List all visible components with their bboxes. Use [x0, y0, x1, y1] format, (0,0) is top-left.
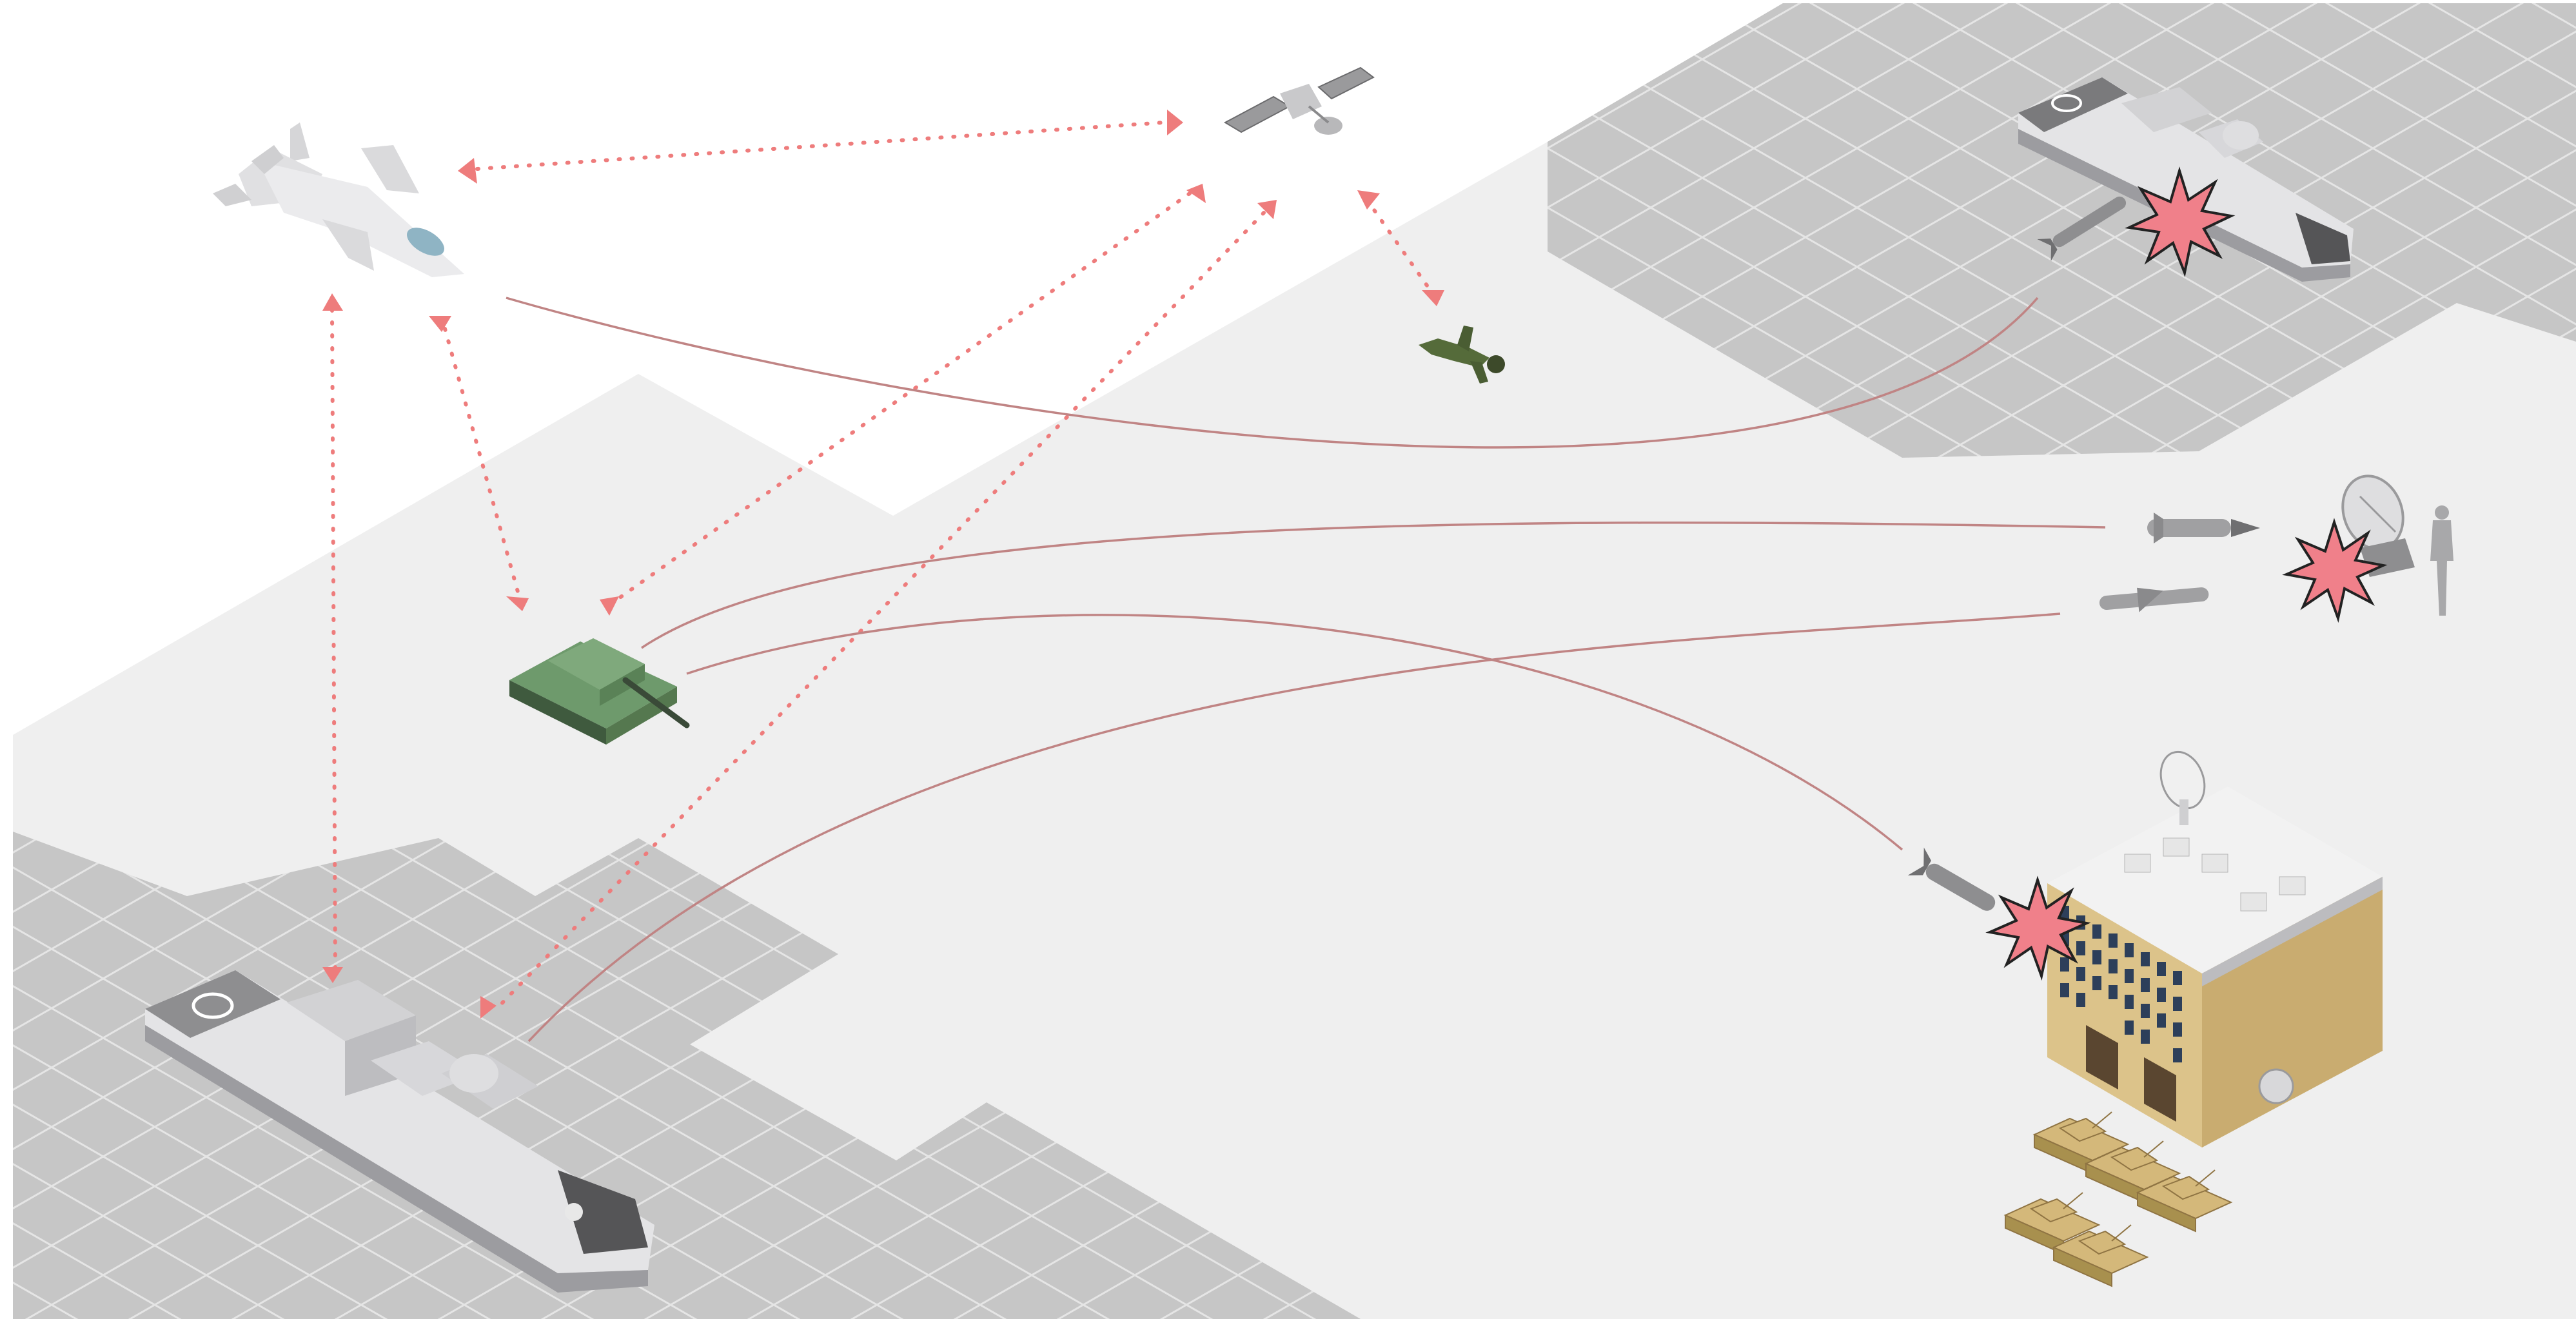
fighter-jet-icon	[213, 122, 464, 277]
arrowhead	[1167, 110, 1183, 135]
arrowhead	[322, 293, 343, 311]
link-jet-satellite	[477, 122, 1164, 169]
arrowhead	[458, 158, 477, 184]
satellite-icon	[1225, 68, 1373, 135]
arrowhead	[1257, 200, 1277, 219]
arrowhead	[1357, 190, 1380, 210]
arrowhead	[429, 316, 451, 332]
